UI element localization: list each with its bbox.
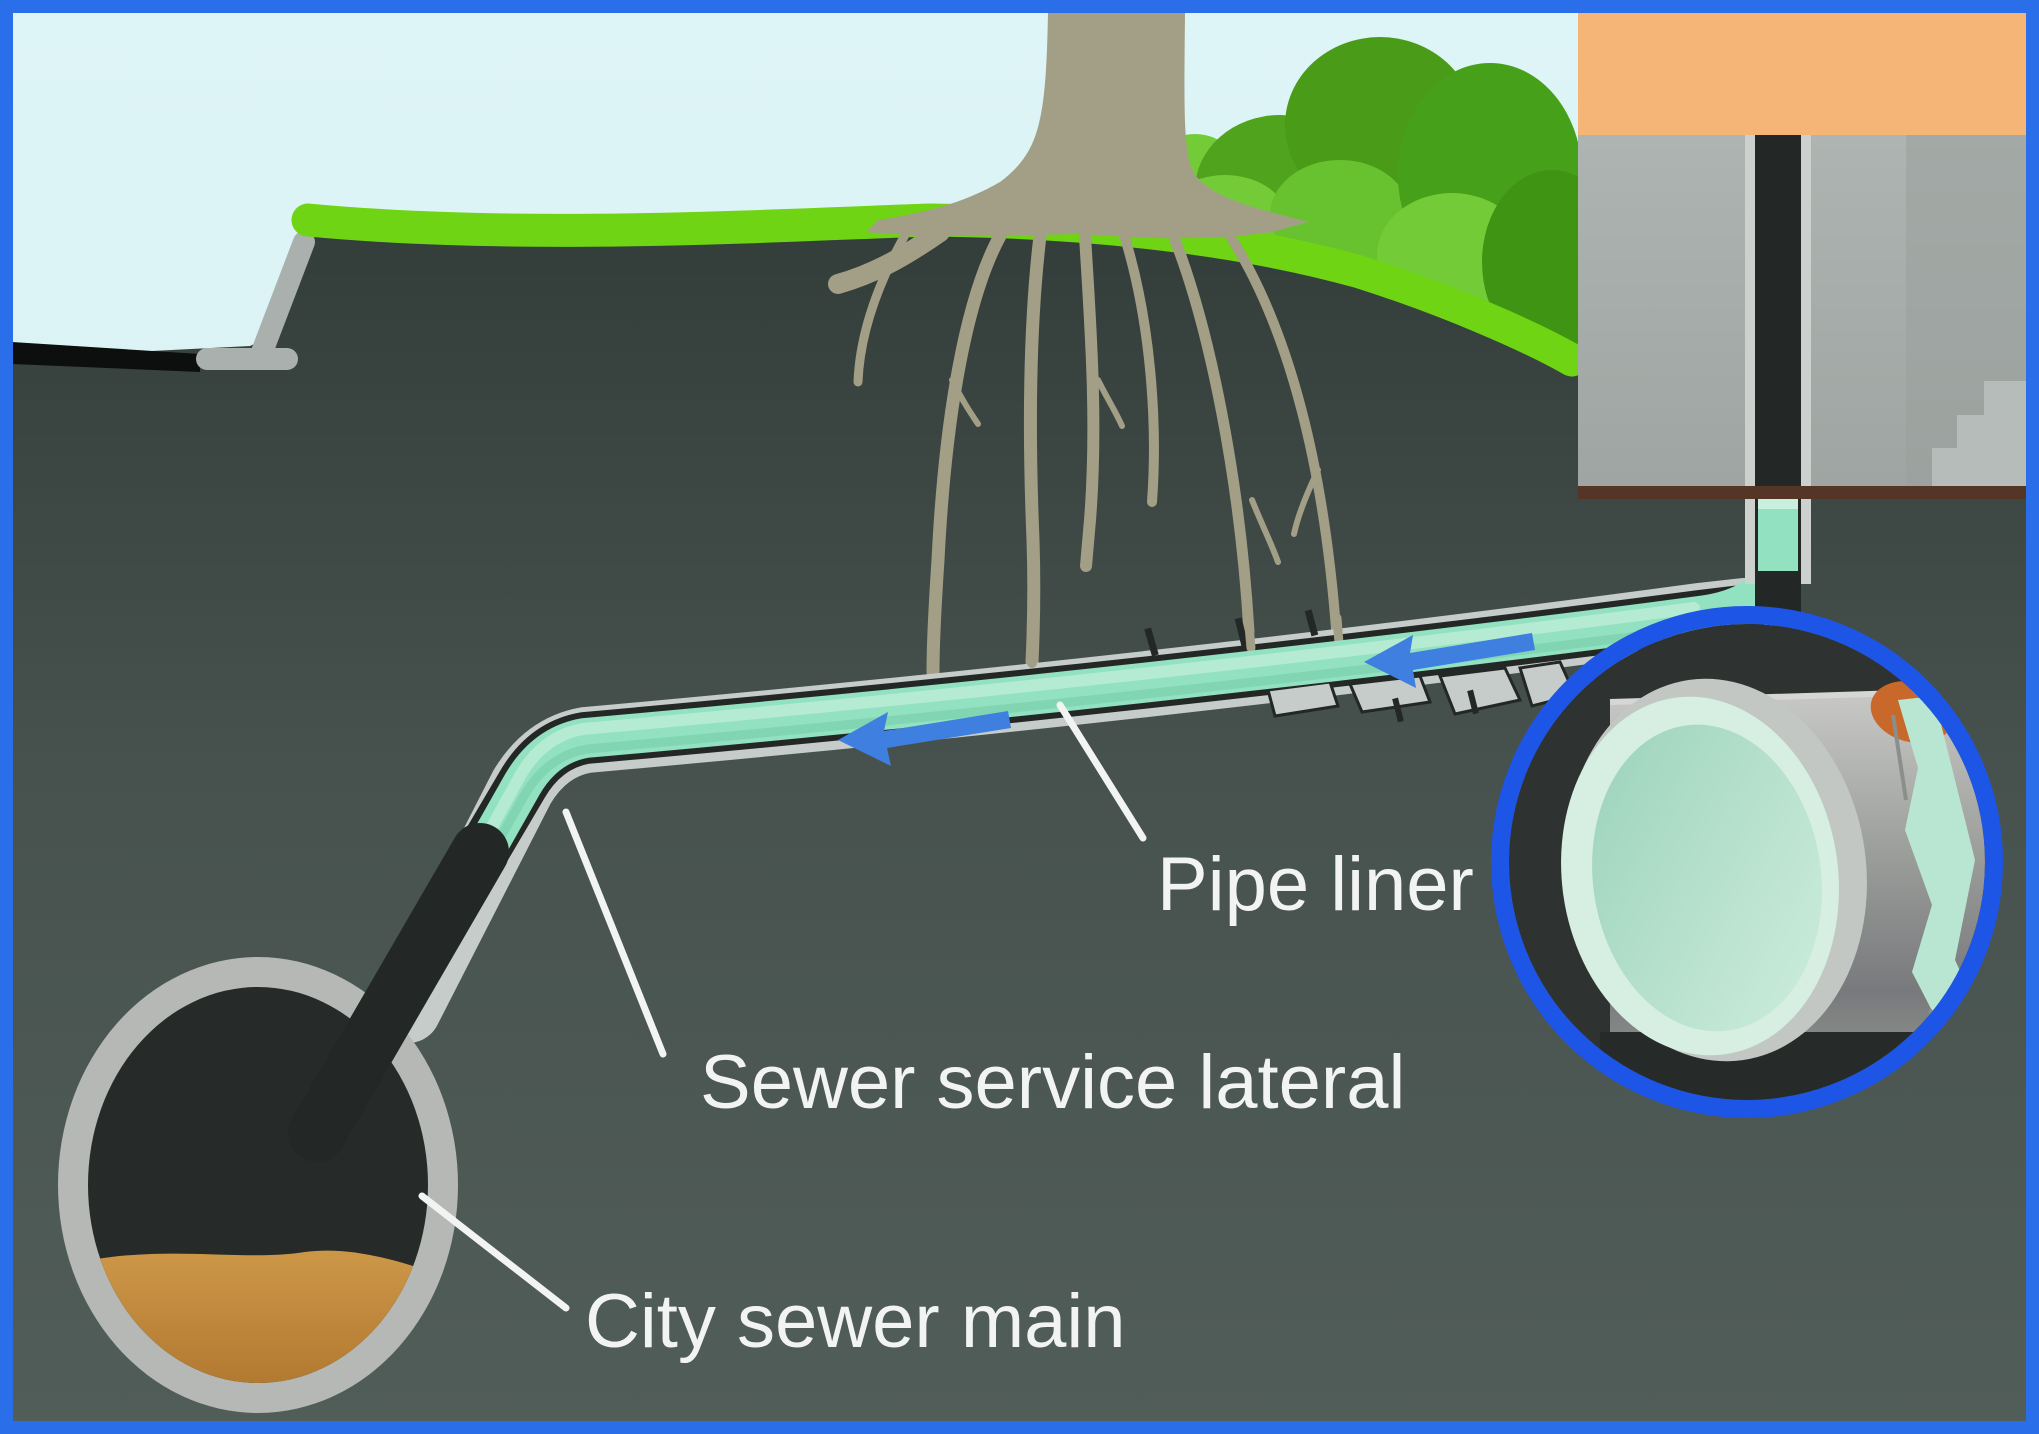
root-tips-on-pipe — [928, 613, 1344, 673]
pipe-liner-leader — [1056, 701, 1147, 842]
drain-pipe-underground — [1745, 499, 1811, 619]
bushes — [1147, 37, 1622, 354]
city-sewer-main — [58, 823, 509, 1413]
tree-roots — [828, 222, 1342, 679]
house-drain-pipe — [1745, 135, 1811, 486]
house-sill — [1578, 486, 2027, 499]
inset-crack-liner-showing — [1898, 696, 1985, 1046]
flow-arrow-left — [838, 711, 1011, 766]
lateral-leader — [562, 808, 667, 1058]
tree-trunk — [866, 12, 1308, 239]
magnifier-ring — [1491, 606, 2003, 1118]
labels: Pipe liner Sewer service lateral City se… — [585, 842, 1474, 1364]
pipe-liner-label: Pipe liner — [1157, 842, 1474, 927]
inset-liner-bore — [1592, 724, 1822, 1032]
casing-cracks — [1144, 609, 1479, 723]
sewer-service-lateral-label: Sewer service lateral — [700, 1040, 1405, 1125]
curb — [196, 231, 315, 370]
magnifier-inset — [1491, 606, 2003, 1118]
street-surface — [12, 342, 200, 372]
basement-stairs — [1932, 381, 2027, 486]
flow-arrow-right — [1364, 633, 1535, 688]
tree — [828, 12, 1342, 679]
leader-lines — [418, 701, 1147, 1312]
underground-soil — [12, 232, 2027, 1422]
main-leader — [418, 1192, 570, 1312]
house — [1578, 10, 2027, 499]
liner-top-cap — [1758, 499, 1798, 509]
city-sewer-main-label: City sewer main — [585, 1279, 1126, 1364]
house-slab — [1578, 10, 2027, 135]
main-junction — [288, 823, 509, 1162]
